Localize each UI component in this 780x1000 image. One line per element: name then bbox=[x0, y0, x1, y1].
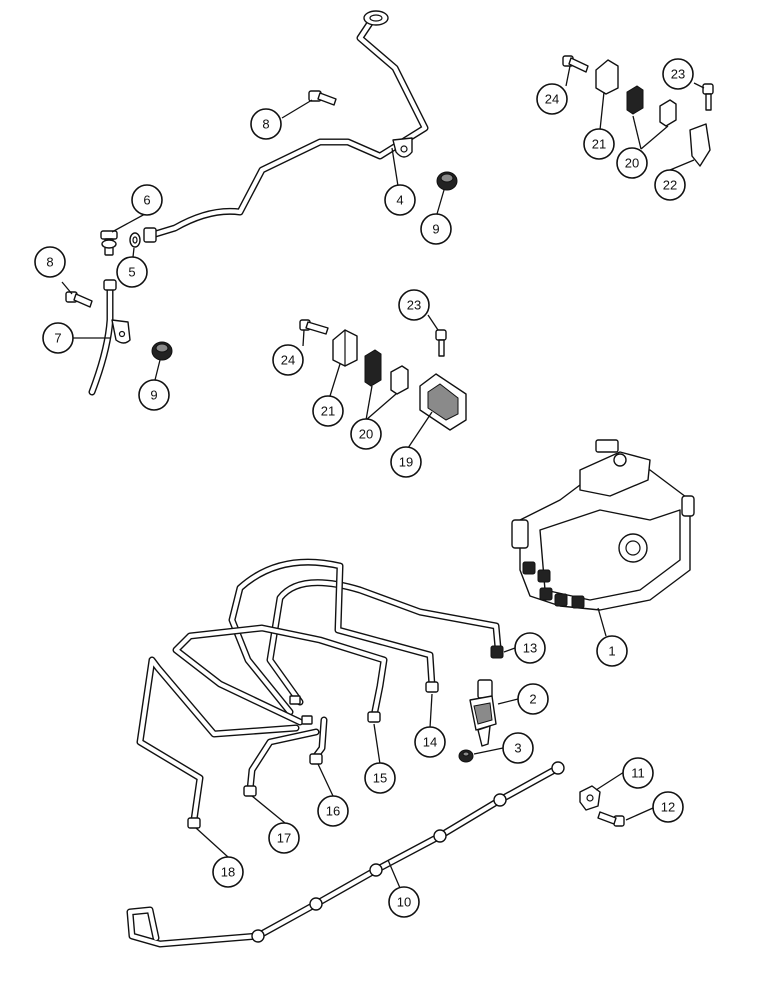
leak-off-pipe bbox=[143, 10, 429, 243]
svg-text:14: 14 bbox=[423, 735, 437, 750]
injection-pump bbox=[511, 439, 695, 611]
callout-20-upper: 20 bbox=[616, 147, 648, 179]
injector bbox=[469, 679, 497, 747]
svg-text:22: 22 bbox=[663, 178, 677, 193]
pump-outlets bbox=[522, 561, 585, 609]
svg-text:20: 20 bbox=[625, 156, 639, 171]
leader-lines bbox=[61, 65, 705, 889]
callout-3: 3 bbox=[502, 732, 534, 764]
callout-21-middle: 21 bbox=[312, 395, 344, 427]
svg-text:21: 21 bbox=[592, 137, 606, 152]
svg-text:10: 10 bbox=[397, 895, 411, 910]
callout-13: 13 bbox=[514, 632, 546, 664]
svg-text:6: 6 bbox=[143, 193, 150, 208]
callout-5: 5 bbox=[116, 256, 148, 288]
svg-text:7: 7 bbox=[54, 331, 61, 346]
callout-9-lower: 9 bbox=[138, 379, 170, 411]
svg-text:8: 8 bbox=[262, 117, 269, 132]
callout-9-upper: 9 bbox=[420, 213, 452, 245]
svg-text:12: 12 bbox=[661, 800, 675, 815]
svg-text:23: 23 bbox=[671, 67, 685, 82]
callout-21-upper: 21 bbox=[583, 128, 615, 160]
svg-text:8: 8 bbox=[46, 255, 53, 270]
injection-lines bbox=[136, 558, 504, 829]
callout-24-upper: 24 bbox=[536, 83, 568, 115]
grommet-upper bbox=[436, 171, 458, 191]
callout-15: 15 bbox=[364, 762, 396, 794]
clamp-set-middle bbox=[299, 319, 467, 431]
callout-1: 1 bbox=[596, 635, 628, 667]
callout-7: 7 bbox=[42, 322, 74, 354]
callout-12: 12 bbox=[652, 791, 684, 823]
svg-text:20: 20 bbox=[359, 427, 373, 442]
svg-text:15: 15 bbox=[373, 771, 387, 786]
svg-text:5: 5 bbox=[128, 265, 135, 280]
svg-text:9: 9 bbox=[150, 388, 157, 403]
svg-text:1: 1 bbox=[608, 644, 615, 659]
callout-16: 16 bbox=[317, 795, 349, 827]
svg-text:11: 11 bbox=[631, 766, 645, 781]
callout-4: 4 bbox=[384, 184, 416, 216]
svg-text:21: 21 bbox=[321, 404, 335, 419]
callout-20-middle: 20 bbox=[350, 418, 382, 450]
svg-text:2: 2 bbox=[529, 692, 536, 707]
callout-10: 10 bbox=[388, 886, 420, 918]
banjo-fitting bbox=[100, 230, 118, 256]
callout-17: 17 bbox=[268, 822, 300, 854]
callout-23-upper: 23 bbox=[662, 58, 694, 90]
leak-off-line bbox=[126, 761, 565, 948]
svg-text:13: 13 bbox=[523, 641, 537, 656]
callout-11: 11 bbox=[622, 757, 654, 789]
sealing-washer bbox=[129, 232, 141, 248]
callout-14: 14 bbox=[414, 726, 446, 758]
svg-text:23: 23 bbox=[407, 298, 421, 313]
bolt-lower bbox=[65, 291, 93, 308]
svg-text:24: 24 bbox=[281, 353, 295, 368]
callout-6: 6 bbox=[131, 184, 163, 216]
callout-8-upper: 8 bbox=[250, 108, 282, 140]
injector-washer bbox=[458, 749, 474, 763]
svg-text:3: 3 bbox=[514, 741, 521, 756]
clamp-set-upper bbox=[562, 55, 714, 167]
return-pipe bbox=[88, 279, 131, 396]
svg-text:16: 16 bbox=[326, 804, 340, 819]
callout-19: 19 bbox=[390, 446, 422, 478]
callout-8-lower: 8 bbox=[34, 246, 66, 278]
callout-23-middle: 23 bbox=[398, 289, 430, 321]
svg-text:24: 24 bbox=[545, 92, 559, 107]
callout-24-middle: 24 bbox=[272, 344, 304, 376]
callout-2: 2 bbox=[517, 683, 549, 715]
svg-text:18: 18 bbox=[221, 865, 235, 880]
bolt-upper bbox=[308, 90, 337, 106]
callout-22: 22 bbox=[654, 169, 686, 201]
callout-18: 18 bbox=[212, 856, 244, 888]
svg-text:17: 17 bbox=[277, 831, 291, 846]
svg-text:19: 19 bbox=[399, 455, 413, 470]
grommet-lower bbox=[151, 341, 173, 361]
svg-text:4: 4 bbox=[396, 193, 403, 208]
clip-bolt bbox=[597, 811, 625, 827]
pipe-clip bbox=[579, 785, 601, 811]
svg-text:9: 9 bbox=[432, 222, 439, 237]
